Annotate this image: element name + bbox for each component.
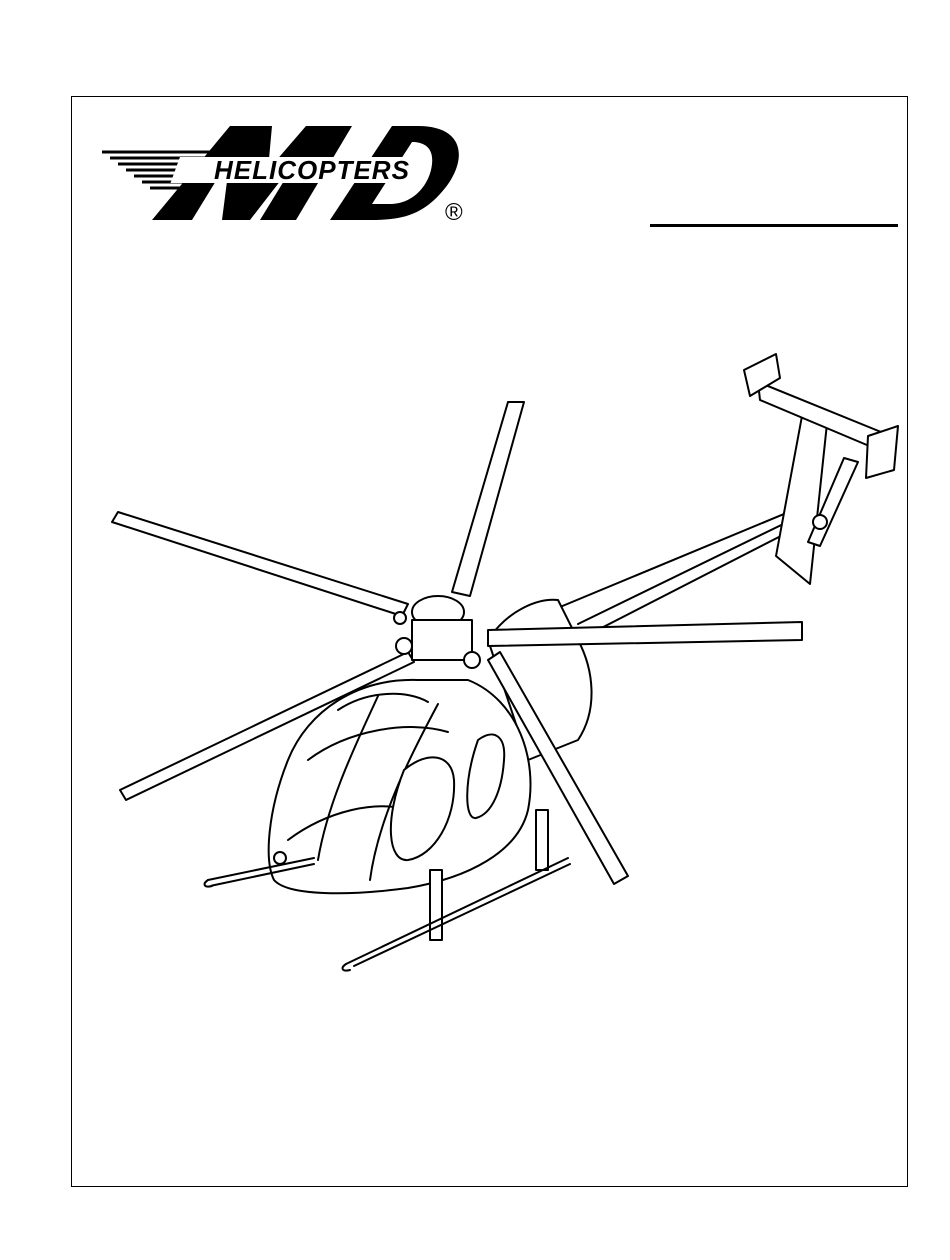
helicopter-illustration (108, 340, 908, 980)
tail-boom (548, 504, 816, 640)
wordmark-text: HELICOPTERS (214, 155, 410, 185)
title-rule (650, 224, 898, 227)
nose-light (274, 852, 286, 864)
md-helicopters-logo: HELICOPTERS ® (100, 124, 480, 224)
registered-mark: ® (445, 199, 463, 224)
tail-fin (776, 414, 828, 584)
tail-rotor-hub (813, 515, 827, 529)
